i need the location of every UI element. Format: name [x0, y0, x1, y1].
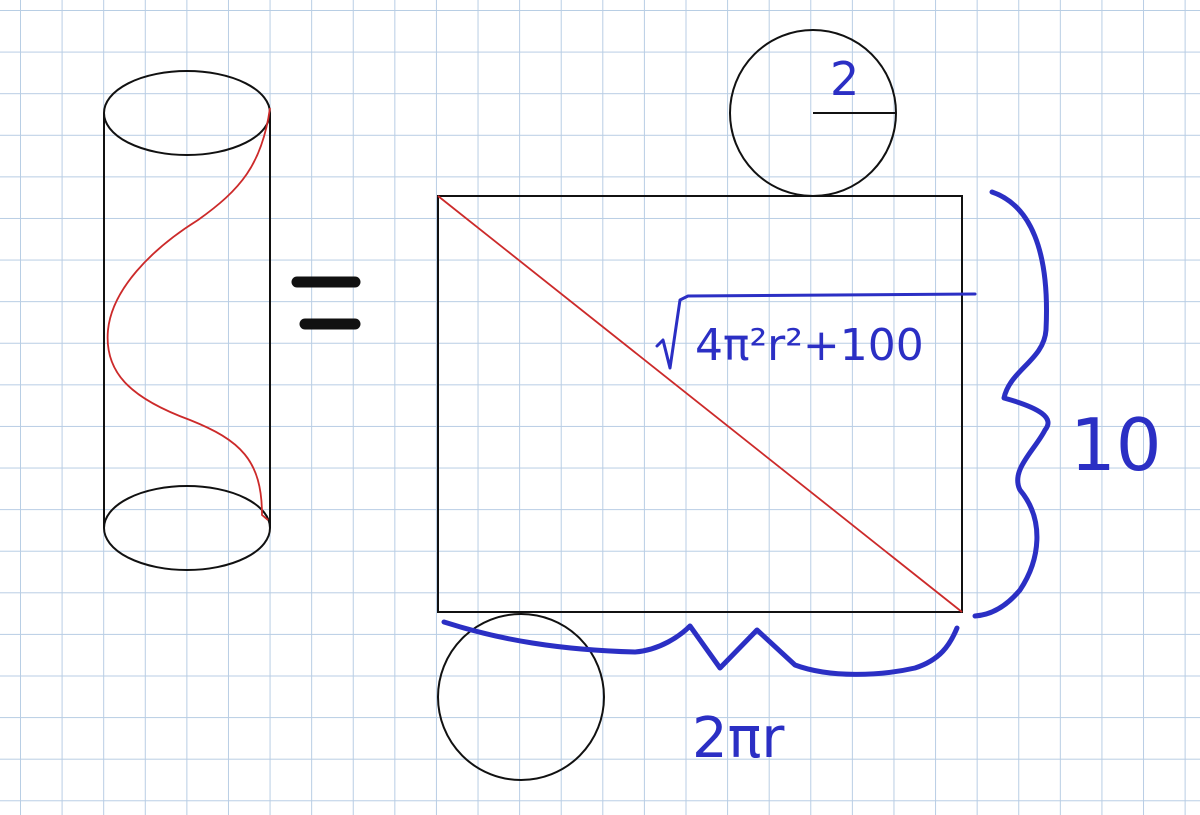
circumference-label: 2πr	[692, 706, 785, 771]
equals-sign	[291, 276, 361, 330]
height-label: 10	[1070, 403, 1162, 487]
diagonal-label: 4π²r²+100	[695, 320, 924, 371]
helix-curve	[106, 107, 271, 521]
radius-label: 2	[830, 52, 859, 106]
diagonal-line	[437, 195, 963, 613]
square-root-sign	[655, 292, 977, 370]
circumference-brace	[441, 619, 960, 677]
top-circle	[729, 29, 897, 197]
bottom-circle	[437, 613, 605, 781]
height-brace	[972, 189, 1051, 619]
cylinder-top-ellipse	[103, 70, 271, 156]
cylinder	[103, 70, 271, 571]
unrolled-rectangle	[437, 195, 963, 613]
cylinder-bottom-ellipse	[103, 485, 271, 571]
